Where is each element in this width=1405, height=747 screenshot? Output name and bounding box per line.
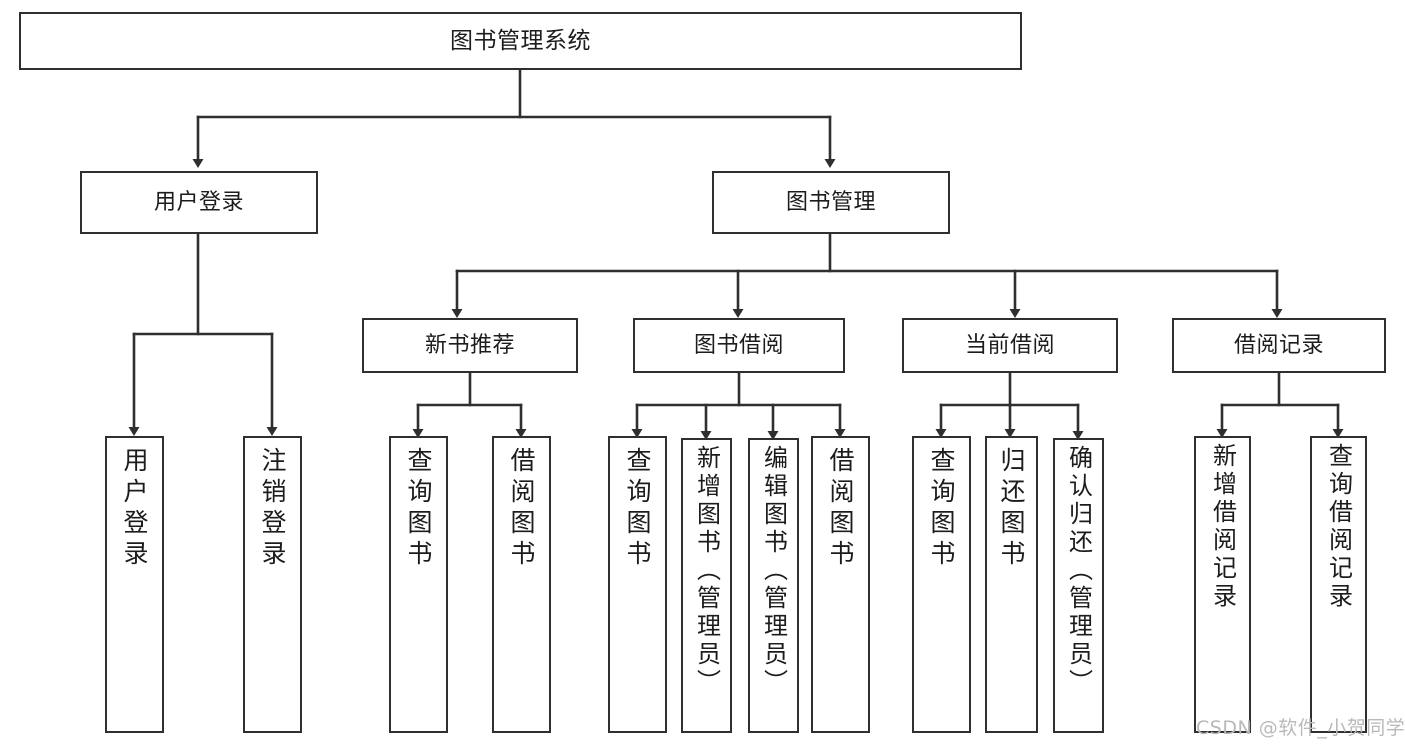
node-label: 查询借阅记录 (1324, 443, 1353, 611)
leaf-borrow-book-2[interactable]: 借阅图书 (811, 436, 870, 733)
node-label: 归还图书 (997, 447, 1026, 571)
node-label: 图书管理 (785, 189, 876, 215)
node-label: 新增图书（管理员） (692, 445, 721, 697)
node-book-borrow[interactable]: 图书借阅 (633, 318, 845, 373)
node-current-borrow[interactable]: 当前借阅 (902, 318, 1118, 373)
leaf-borrow-book-1[interactable]: 借阅图书 (492, 436, 551, 733)
leaf-query-borrow-record[interactable]: 查询借阅记录 (1310, 436, 1367, 733)
node-root-book-management-system[interactable]: 图书管理系统 (19, 12, 1022, 70)
node-label: 查询图书 (927, 447, 956, 571)
leaf-logout-login[interactable]: 注销登录 (243, 436, 302, 733)
node-label: 用户登录 (120, 447, 149, 571)
node-label: 借阅图书 (507, 447, 536, 571)
leaf-query-book-2[interactable]: 查询图书 (608, 436, 667, 733)
csdn-watermark: CSDN @软件_小贺同学 (1196, 717, 1405, 739)
leaf-query-book-3[interactable]: 查询图书 (912, 436, 971, 733)
node-label: 新增借阅记录 (1208, 443, 1237, 611)
node-label: 借阅图书 (826, 447, 855, 571)
node-label: 用户登录 (153, 189, 244, 215)
node-label: 当前借阅 (964, 332, 1055, 358)
node-new-book-recommend[interactable]: 新书推荐 (362, 318, 578, 373)
leaf-add-borrow-record[interactable]: 新增借阅记录 (1194, 436, 1251, 733)
leaf-confirm-return-admin[interactable]: 确认归还（管理员） (1053, 438, 1104, 733)
node-label: 注销登录 (258, 447, 287, 571)
node-label: 图书管理系统 (450, 27, 591, 54)
node-borrow-record[interactable]: 借阅记录 (1172, 318, 1386, 373)
leaf-add-book-admin[interactable]: 新增图书（管理员） (681, 438, 732, 733)
node-user-login[interactable]: 用户登录 (80, 171, 318, 234)
leaf-edit-book-admin[interactable]: 编辑图书（管理员） (748, 438, 799, 733)
leaf-return-book[interactable]: 归还图书 (985, 436, 1038, 733)
node-label: 借阅记录 (1233, 332, 1324, 358)
node-label: 新书推荐 (424, 332, 515, 358)
node-label: 查询图书 (623, 447, 652, 571)
leaf-user-login[interactable]: 用户登录 (105, 436, 164, 733)
node-book-management[interactable]: 图书管理 (712, 171, 950, 234)
node-label: 编辑图书（管理员） (759, 445, 788, 697)
node-label: 查询图书 (404, 447, 433, 571)
leaf-query-book-1[interactable]: 查询图书 (389, 436, 448, 733)
node-label: 图书借阅 (693, 332, 784, 358)
node-label: 确认归还（管理员） (1064, 445, 1093, 697)
